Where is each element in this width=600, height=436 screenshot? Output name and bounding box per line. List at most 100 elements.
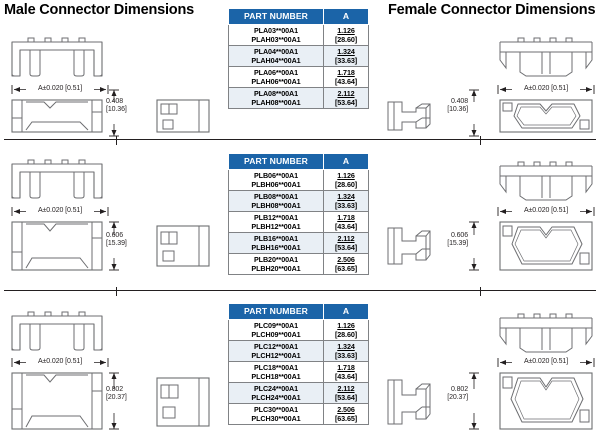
divider-tick	[480, 287, 481, 296]
part-number-secondary: PLCH18**00A1	[251, 372, 301, 382]
male-height-label-b: 0.606 [15.39]	[106, 232, 146, 249]
column-header-part-number: PART NUMBER	[228, 7, 324, 26]
male-front-view-b	[10, 159, 106, 205]
female-width-label-c: A±0.020 [0.51]	[523, 358, 569, 365]
dimension-inches: 1.126	[337, 171, 355, 181]
dimension-mm: [28.60]	[334, 180, 358, 190]
female-height-dimension-a	[468, 88, 480, 138]
male-width-dimension-c	[10, 357, 110, 368]
dimension-mm: [28.60]	[334, 330, 358, 340]
male-height-inches-c: 0.802	[106, 386, 124, 393]
table-header-row: PART NUMBER A	[228, 7, 369, 26]
table-row: PLB06**00A1 PLBH06**00A1 1.126 [28.60]	[228, 169, 369, 192]
column-header-a: A	[323, 302, 369, 321]
dimension-inches: 1.324	[337, 342, 355, 352]
dimension-mm: [53.64]	[334, 243, 358, 253]
female-width-label-b: A±0.020 [0.51]	[523, 207, 569, 214]
part-number-primary: PLC18**00A1	[253, 363, 299, 373]
cell-dimension-a: 1.126 [28.60]	[323, 319, 369, 342]
section-divider-2	[4, 287, 596, 296]
column-header-a: A	[323, 152, 369, 171]
male-height-inches-b: 0.606	[106, 232, 124, 239]
female-iso-view-a	[386, 98, 436, 134]
male-iso-view-b	[155, 224, 213, 268]
cell-part-number: PLB06**00A1 PLBH06**00A1	[228, 169, 324, 192]
dimension-mm: [43.64]	[334, 77, 358, 87]
female-front-view-b	[496, 161, 596, 204]
female-width-dimension-a	[496, 84, 596, 95]
dimension-inches: 2.506	[337, 405, 355, 415]
table-row: PLC09**00A1 PLCH09**00A1 1.126 [28.60]	[228, 319, 369, 342]
table-row: PLA06**00A1 PLAH06**00A1 1.718 [43.64]	[228, 66, 369, 89]
dimension-inches: 2.112	[337, 234, 355, 244]
male-width-label-b: A±0.020 [0.51]	[37, 207, 83, 214]
cell-part-number: PLA06**00A1 PLAH06**00A1	[228, 66, 324, 89]
male-width-dimension-a	[10, 84, 110, 95]
part-number-primary: PLC09**00A1	[253, 321, 299, 331]
female-iso-view-b	[386, 224, 436, 268]
part-number-table-b: PART NUMBER A PLB06**00A1 PLBH06**00A1 1…	[228, 152, 369, 276]
male-height-inches-a: 0.408	[106, 98, 124, 105]
dimension-inches: 1.718	[337, 68, 355, 78]
dimension-inches: 2.506	[337, 255, 355, 265]
male-height-label-a: 0.408 [10.36]	[106, 98, 146, 115]
table-row: PLA08**00A1 PLAH08**00A1 2.112 [53.64]	[228, 87, 369, 110]
female-height-label-c: 0.802 [20.37]	[432, 386, 468, 403]
column-header-part-number: PART NUMBER	[228, 152, 324, 171]
cell-part-number: PLA04**00A1 PLAH04**00A1	[228, 45, 324, 68]
part-number-secondary: PLCH24**00A1	[251, 393, 301, 403]
male-height-dimension-b	[108, 220, 120, 272]
female-width-label-a: A±0.020 [0.51]	[523, 85, 569, 92]
female-height-inches-a: 0.408	[450, 98, 468, 105]
part-number-secondary: PLBH12**00A1	[251, 222, 301, 232]
part-number-primary: PLA08**00A1	[253, 89, 299, 99]
female-bottom-view-c	[496, 371, 596, 431]
dimension-mm: [28.60]	[334, 35, 358, 45]
dimension-mm: [43.64]	[334, 222, 358, 232]
cell-dimension-a: 1.718 [43.64]	[323, 211, 369, 234]
part-number-primary: PLA03**00A1	[253, 26, 299, 36]
dimension-inches: 1.324	[337, 192, 355, 202]
dimension-mm: [33.63]	[334, 351, 358, 361]
part-number-secondary: PLBH20**00A1	[251, 264, 301, 274]
part-number-secondary: PLAH03**00A1	[251, 35, 301, 45]
cell-part-number: PLA03**00A1 PLAH03**00A1	[228, 24, 324, 47]
cell-part-number: PLC24**00A1 PLCH24**00A1	[228, 382, 324, 405]
table-row: PLB20**00A1 PLBH20**00A1 2.506 [63.65]	[228, 253, 369, 276]
female-height-mm-c: [20.37]	[447, 394, 468, 402]
cell-part-number: PLC09**00A1 PLCH09**00A1	[228, 319, 324, 342]
table-row: PLB16**00A1 PLBH16**00A1 2.112 [53.64]	[228, 232, 369, 255]
part-number-secondary: PLCH09**00A1	[251, 330, 301, 340]
dimension-inches: 1.126	[337, 321, 355, 331]
cell-dimension-a: 1.126 [28.60]	[323, 169, 369, 192]
part-number-secondary: PLBH06**00A1	[251, 180, 301, 190]
male-iso-view-a	[155, 98, 213, 134]
female-front-view-a	[496, 37, 596, 80]
male-width-label-a: A±0.020 [0.51]	[37, 85, 83, 92]
cell-part-number: PLB20**00A1 PLBH20**00A1	[228, 253, 324, 276]
female-height-inches-c: 0.802	[450, 386, 468, 393]
divider-tick	[116, 136, 117, 145]
cell-dimension-a: 1.324 [33.63]	[323, 45, 369, 68]
cell-dimension-a: 1.324 [33.63]	[323, 340, 369, 363]
cell-dimension-a: 2.506 [63.65]	[323, 253, 369, 276]
cell-part-number: PLC30**00A1 PLCH30**00A1	[228, 403, 324, 426]
column-header-part-number: PART NUMBER	[228, 302, 324, 321]
cell-part-number: PLC18**00A1 PLCH18**00A1	[228, 361, 324, 384]
male-height-dimension-c	[108, 371, 120, 431]
part-number-secondary: PLAH04**00A1	[251, 56, 301, 66]
dimension-mm: [43.64]	[334, 372, 358, 382]
table-row: PLC12**00A1 PLCH12**00A1 1.324 [33.63]	[228, 340, 369, 363]
dimension-mm: [33.63]	[334, 56, 358, 66]
dimension-mm: [63.65]	[334, 264, 358, 274]
cell-dimension-a: 1.718 [43.64]	[323, 66, 369, 89]
part-number-primary: PLC24**00A1	[253, 384, 299, 394]
cell-part-number: PLB16**00A1 PLBH16**00A1	[228, 232, 324, 255]
dimension-inches: 1.324	[337, 47, 355, 57]
male-iso-view-c	[155, 376, 213, 428]
female-front-view-c	[496, 313, 596, 356]
part-number-primary: PLB08**00A1	[253, 192, 299, 202]
table-row: PLC24**00A1 PLCH24**00A1 2.112 [53.64]	[228, 382, 369, 405]
male-side-view-b	[10, 220, 106, 272]
